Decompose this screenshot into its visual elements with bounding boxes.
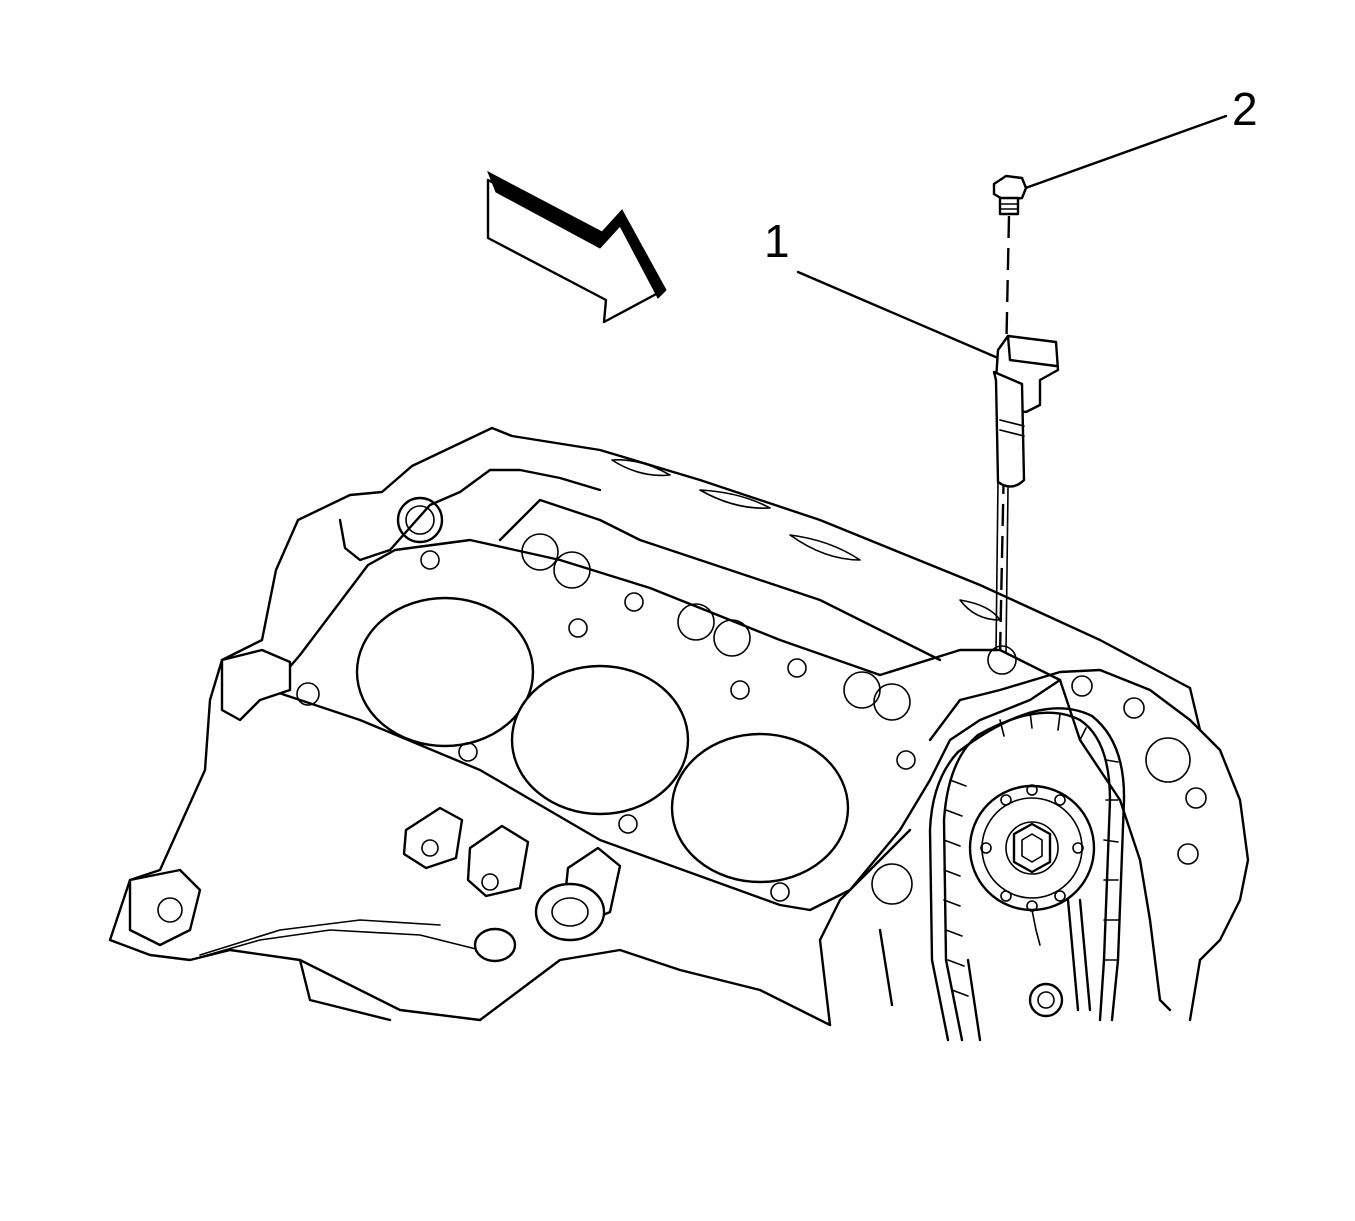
bolt xyxy=(992,174,1028,216)
bearing-caps xyxy=(402,806,622,963)
callout-2-leader xyxy=(1018,114,1228,192)
callout-1-label: 1 xyxy=(764,215,790,267)
install-axis xyxy=(998,215,1011,656)
direction-arrow xyxy=(486,170,667,324)
callout-2-label: 2 xyxy=(1232,83,1258,135)
crank-sprocket xyxy=(968,784,1096,946)
callout-1-leader xyxy=(796,270,1000,360)
timing-chain xyxy=(928,707,1126,1042)
sensor xyxy=(992,334,1060,653)
valley-bosses xyxy=(498,498,942,721)
engine-block xyxy=(108,426,1250,1042)
